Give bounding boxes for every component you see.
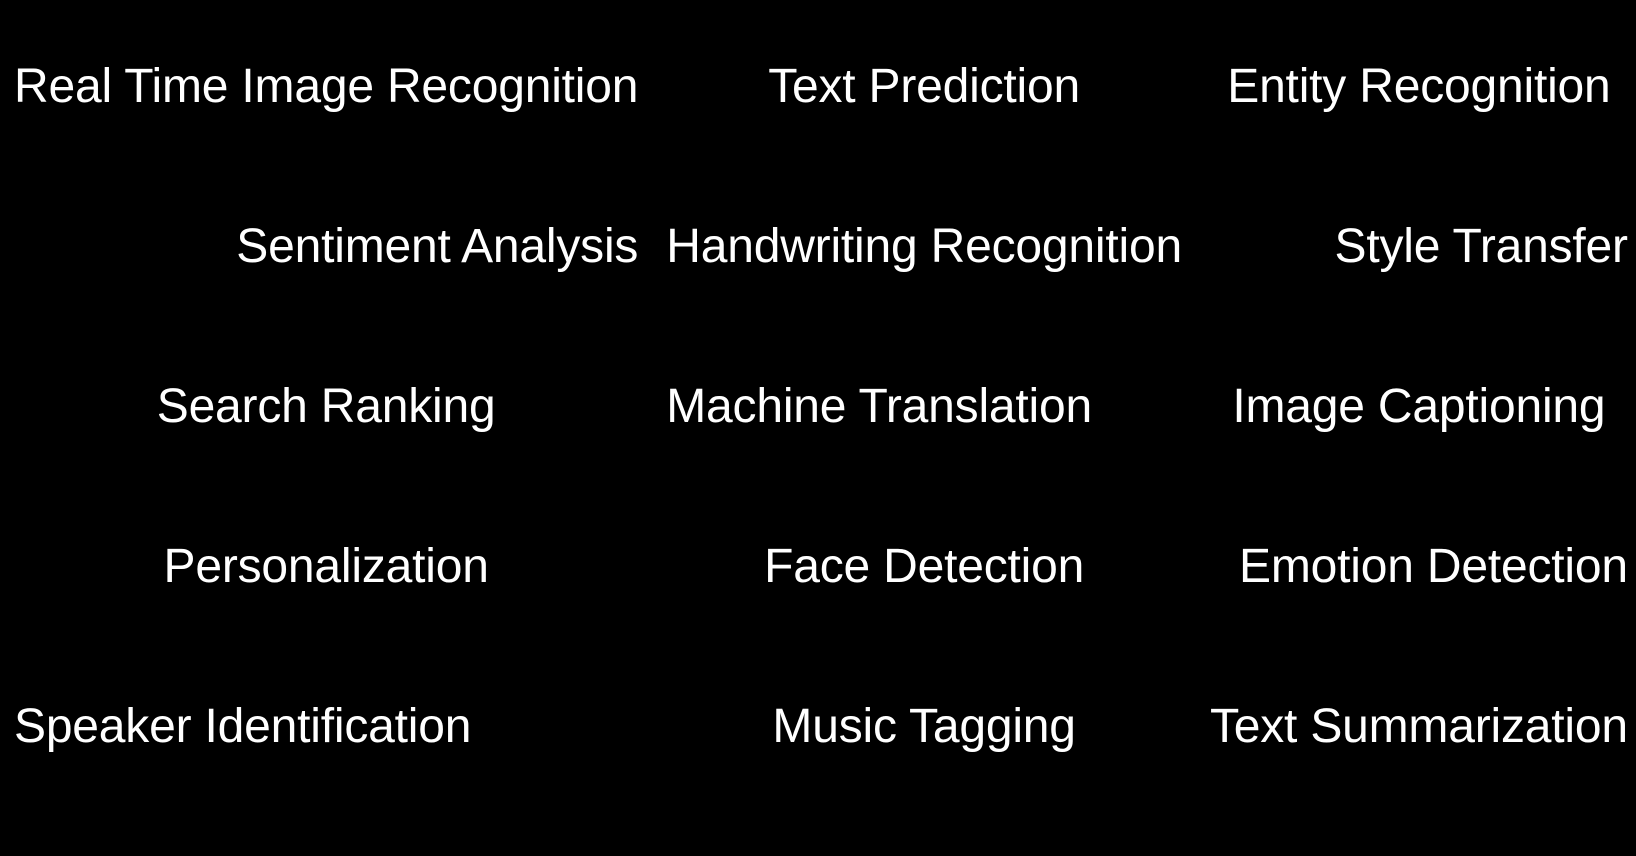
- capability-cell[interactable]: Handwriting Recognition: [652, 167, 1196, 327]
- capability-label: Entity Recognition: [1227, 59, 1611, 113]
- capability-label: Text Prediction: [768, 59, 1081, 113]
- capability-label: Text Summarization: [1209, 699, 1628, 753]
- capability-cell[interactable]: Music Tagging: [652, 647, 1196, 807]
- capability-cell[interactable]: Text Summarization: [1196, 647, 1636, 807]
- capability-cell[interactable]: Machine Translation: [652, 327, 1196, 487]
- capability-cell[interactable]: Personalization: [0, 487, 652, 647]
- capability-cell[interactable]: Sentiment Analysis: [0, 167, 652, 327]
- capability-cell[interactable]: Entity Recognition: [1196, 7, 1636, 167]
- capability-cell[interactable]: Image Captioning: [1196, 327, 1636, 487]
- capability-cell[interactable]: Face Detection: [652, 487, 1196, 647]
- capability-cell[interactable]: Search Ranking: [0, 327, 652, 487]
- capability-cell[interactable]: Emotion Detection: [1196, 487, 1636, 647]
- capability-label: Face Detection: [764, 539, 1085, 593]
- capability-cell[interactable]: Text Prediction: [652, 7, 1196, 167]
- capability-label: Sentiment Analysis: [236, 219, 639, 273]
- capability-label: Personalization: [163, 539, 489, 593]
- capability-label: Speaker Identification: [14, 699, 472, 753]
- capability-label: Handwriting Recognition: [666, 219, 1182, 273]
- capability-label: Search Ranking: [156, 379, 496, 433]
- capability-grid: Real Time Image Recognition Text Predicti…: [0, 7, 1636, 807]
- capability-cell[interactable]: Speaker Identification: [0, 647, 652, 807]
- capability-label: Machine Translation: [666, 379, 1093, 433]
- capability-label: Image Captioning: [1232, 379, 1606, 433]
- capability-cell[interactable]: Real Time Image Recognition: [0, 7, 652, 167]
- capability-label: Music Tagging: [772, 699, 1076, 753]
- capability-cell[interactable]: Style Transfer: [1196, 167, 1636, 327]
- capability-label: Style Transfer: [1334, 219, 1629, 273]
- capability-label: Real Time Image Recognition: [14, 59, 639, 113]
- capability-label: Emotion Detection: [1239, 539, 1628, 593]
